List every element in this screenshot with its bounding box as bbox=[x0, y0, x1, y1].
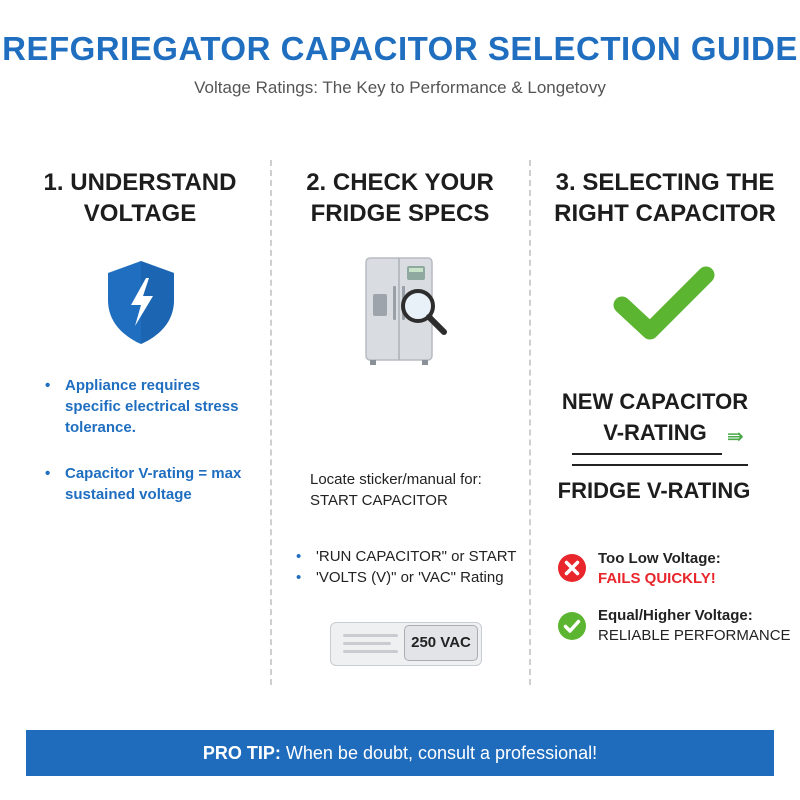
greater-equal-icon: ⇛ bbox=[727, 426, 744, 448]
column-divider-2 bbox=[529, 160, 531, 685]
status-too-low-label: Too Low Voltage: bbox=[598, 550, 721, 567]
pro-tip-text: When be doubt, consult a professional! bbox=[285, 743, 598, 763]
status-too-low-result: FAILS QUICKLY! bbox=[598, 570, 716, 587]
column-1-heading-line2: VOLTAGE bbox=[83, 200, 197, 227]
formula-rule-long bbox=[572, 464, 748, 466]
page-subtitle: Voltage Ratings: The Key to Performance … bbox=[194, 78, 606, 97]
sticker-line bbox=[343, 650, 398, 653]
column-2-heading-line2: FRIDGE SPECS bbox=[310, 200, 490, 227]
list-item: Capacitor V-rating = max sustained volta… bbox=[45, 463, 260, 505]
status-equal-higher: Equal/Higher Voltage: RELIABLE PERFORMAN… bbox=[598, 606, 791, 646]
pro-tip-banner: PRO TIP: When be doubt, consult a profes… bbox=[26, 730, 774, 776]
column-1-bullets: Appliance requires specific electrical s… bbox=[45, 375, 260, 530]
red-x-icon bbox=[558, 554, 586, 582]
fridge-magnifier-icon bbox=[365, 257, 447, 365]
column-3-heading-line1: 3. SELECTING THE bbox=[555, 169, 775, 196]
status-equal-higher-result: RELIABLE PERFORMANCE bbox=[598, 627, 791, 644]
column-1-heading: 1. UNDERSTAND VOLTAGE bbox=[20, 167, 260, 229]
pro-tip-label: PRO TIP: bbox=[202, 743, 281, 763]
formula-top-line1: NEW CAPACITOR bbox=[561, 389, 749, 414]
sticker-line bbox=[343, 634, 398, 637]
formula-bottom: FRIDGE V-RATING bbox=[557, 478, 751, 503]
column-divider-1 bbox=[270, 160, 272, 685]
formula-top-line2: V-RATING bbox=[603, 420, 707, 445]
column-3-heading: 3. SELECTING THE RIGHT CAPACITOR bbox=[540, 167, 790, 229]
column-1-heading-line1: 1. UNDERSTAND bbox=[43, 169, 237, 196]
list-item: 'RUN CAPACITOR" or START bbox=[296, 546, 521, 567]
formula-top: NEW CAPACITOR V-RATING bbox=[560, 386, 750, 448]
sticker-line bbox=[343, 642, 391, 645]
list-item: Appliance requires specific electrical s… bbox=[45, 375, 260, 438]
locate-line2: START CAPACITOR bbox=[310, 492, 448, 509]
locate-text: Locate sticker/manual for: START CAPACIT… bbox=[310, 469, 482, 511]
sticker-voltage-value: 250 VAC bbox=[404, 625, 478, 661]
status-equal-higher-label: Equal/Higher Voltage: bbox=[598, 607, 753, 624]
status-too-low: Too Low Voltage: FAILS QUICKLY! bbox=[598, 549, 721, 589]
column-2-bullets: 'RUN CAPACITOR" or START 'VOLTS (V)" or … bbox=[296, 546, 521, 588]
list-item: 'VOLTS (V)" or 'VAC" Rating bbox=[296, 567, 521, 588]
page-title: REFGRIEGATOR CAPACITOR SELECTION GUIDE bbox=[2, 30, 798, 67]
column-3-heading-line2: RIGHT CAPACITOR bbox=[554, 200, 776, 227]
column-2-heading-line1: 2. CHECK YOUR bbox=[306, 169, 494, 196]
green-check-icon bbox=[613, 266, 715, 340]
shield-lightning-icon bbox=[108, 261, 174, 344]
green-check-circle-icon bbox=[558, 612, 586, 640]
formula-rule-short bbox=[572, 453, 722, 455]
locate-line1: Locate sticker/manual for: bbox=[310, 471, 482, 488]
column-2-heading: 2. CHECK YOUR FRIDGE SPECS bbox=[280, 167, 520, 229]
